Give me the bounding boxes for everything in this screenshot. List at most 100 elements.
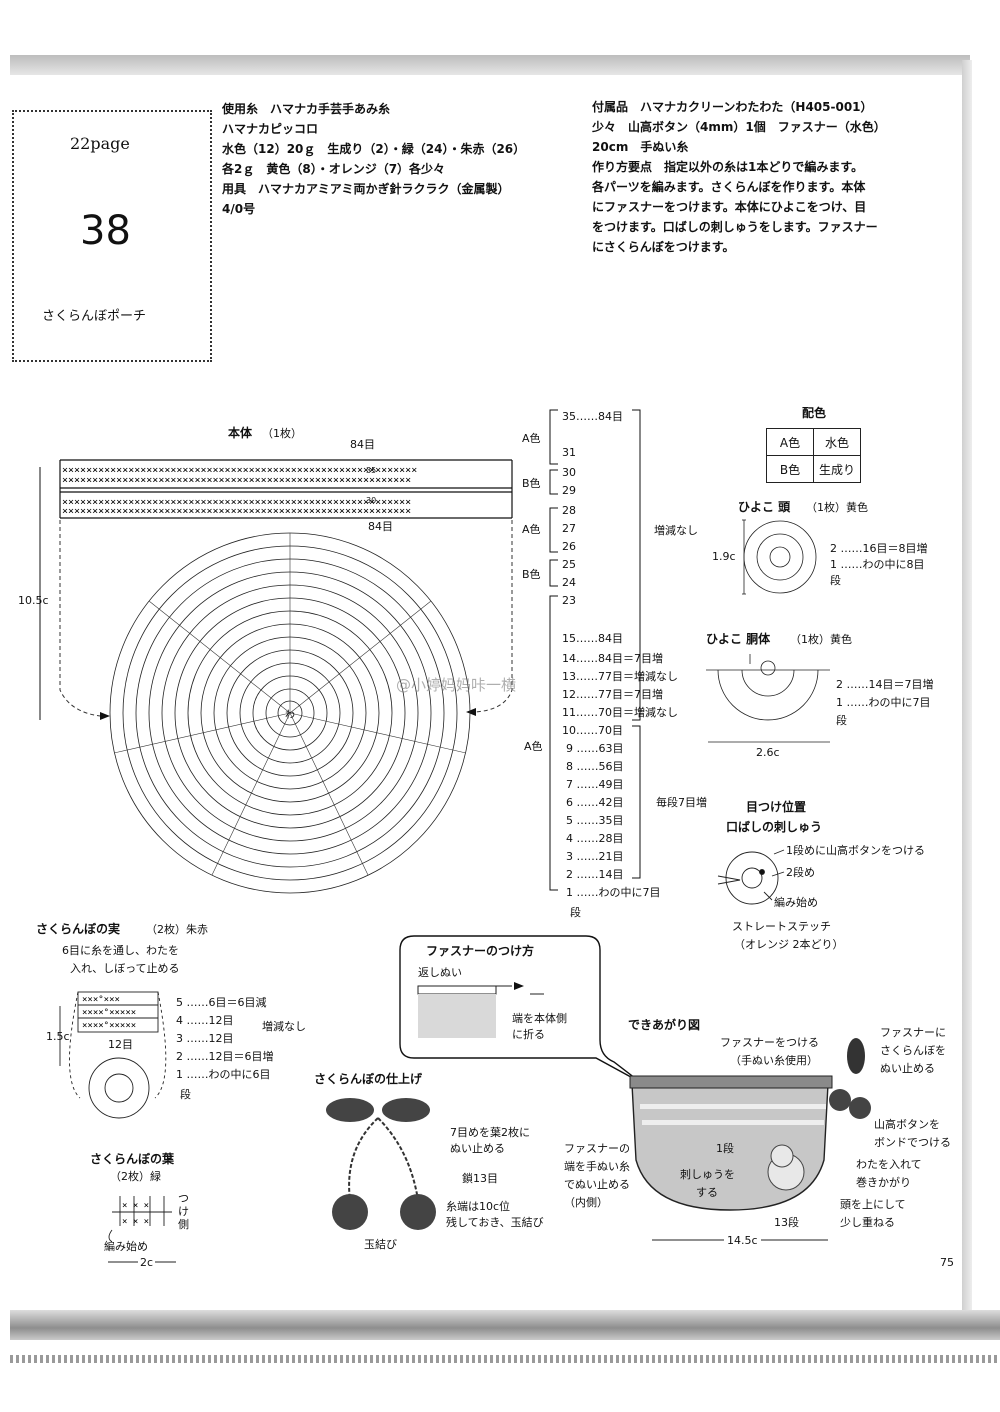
cherry-row: 2 ……12目＝6目増 (176, 1050, 274, 1063)
chick-head-unit: 段 (830, 574, 841, 587)
body-count: （1枚） (262, 427, 302, 440)
cherry-top-row: 12目 (108, 1038, 133, 1051)
pattern-number: 38 (80, 208, 131, 254)
chick-body-row2: 2 ……14目＝7目増 (836, 678, 934, 691)
cherry-count: （2枚）朱赤 (146, 923, 208, 936)
watermark: @小婷妈妈咔一横 (396, 676, 517, 694)
leaf-title: さくらんぼの葉 (90, 1152, 175, 1166)
svg-text:××××××××××××××××××××××××××××××: ××××××××××××××××××××××××××××××××××××××××… (62, 497, 411, 508)
row-label: 12……77目＝7目増 (562, 688, 663, 701)
chick-body-unit: 段 (836, 714, 847, 727)
row-label: 24 (562, 576, 576, 589)
materials-line: 使用糸 ハマナカ手芸手あみ糸 (222, 102, 391, 116)
cherry-finish-note: 残しておき、玉結び (446, 1216, 544, 1229)
row-label: 30 (562, 466, 576, 479)
chart-start-ring: わ (285, 710, 295, 721)
cherry-finish-note: ぬい止める (450, 1142, 505, 1155)
eye-title: 目つけ位置 (746, 800, 807, 814)
cherry-row: 4 ……12目 (176, 1014, 234, 1027)
table-row: A色 水色 (766, 428, 861, 456)
cherry-finish-note: 7目めを葉2枚に (450, 1126, 530, 1139)
svg-text:××××°×××××: ××××°××××× (82, 1008, 136, 1018)
row-label: 5 ……35目 (566, 814, 624, 827)
pattern-number-box (12, 110, 212, 362)
increase-label: 毎段7目増 (656, 796, 707, 809)
svg-text:××××××××××××××××××××××××××××××: ××××××××××××××××××××××××××××××××××××××××… (62, 506, 411, 517)
body-bottom-stitches: 84目 (368, 520, 393, 533)
row-label: 31 (562, 446, 576, 459)
cherry-size: 1.5c (46, 1030, 70, 1043)
zipper-fold: 端を本体側 (512, 1012, 567, 1025)
cherry-unit: 段 (180, 1088, 191, 1101)
row-label: 4 ……28目 (566, 832, 624, 845)
color-table-title: 配色 (802, 406, 827, 420)
row-label: 9 ……63目 (566, 742, 624, 755)
finished-note: 少し重ねる (840, 1216, 895, 1229)
chick-head-row1: 1 ……わの中に8目 (830, 558, 925, 571)
accessories-line: 各パーツを編みます。さくらんぼを作ります。本体 (592, 180, 866, 194)
zipper-fold: に折る (512, 1028, 545, 1041)
finished-note: ファスナーに (880, 1026, 946, 1039)
eye-note: （オレンジ 2本どり） (734, 938, 844, 951)
finished-note: 頭を上にして (840, 1198, 906, 1211)
table-cell: B色 (766, 455, 814, 483)
finished-note: （手ぬい糸使用） (730, 1054, 818, 1067)
row-35-mark: 35 (366, 466, 377, 475)
chick-head-size: 1.9c (712, 550, 736, 563)
cherry-row: 5 ……6目＝6目減 (176, 996, 267, 1009)
eye-note: 編み始め (774, 896, 818, 909)
cherry-title: さくらんぼの実 (36, 922, 121, 936)
leaf-start: 編み始め (104, 1240, 148, 1253)
accessories-line: にファスナーをつけます。本体にひよこをつけ、目 (592, 200, 867, 214)
page-reference: 22page (70, 134, 130, 153)
color-group-b: B色 (522, 477, 541, 490)
color-group-b: B色 (522, 568, 541, 581)
body-title: 本体 (228, 426, 253, 440)
row-label: 29 (562, 484, 576, 497)
accessories-line: 20cm 手ぬい糸 (592, 140, 689, 154)
row-label: 1 ……わの中に7目 (566, 886, 661, 899)
accessories-line: にさくらんぼをつけます。 (592, 240, 735, 254)
svg-text:× × ×: × × × (122, 1201, 149, 1211)
finished-note: 山高ボタンを (874, 1118, 940, 1131)
chick-head-count: （1枚）黄色 (806, 501, 868, 514)
body-top-stitches: 84目 (350, 438, 375, 451)
accessories-line: 作り方要点 指定以外の糸は1本どりで編みます。 (592, 160, 864, 174)
embroidery-title: 口ばしの刺しゅう (726, 820, 823, 834)
finished-note: （内側） (564, 1196, 608, 1209)
scan-edge-right (962, 60, 972, 1340)
row-label: 3 ……21目 (566, 850, 624, 863)
table-cell: A色 (766, 428, 814, 456)
accessories-line: 付属品 ハマナカクリーンわたわた（H405-001） (592, 100, 873, 114)
finished-note: でぬい止める (564, 1178, 630, 1191)
finished-note: さくらんぼを (880, 1044, 946, 1057)
cherry-note: 6目に糸を通し、わたを (62, 944, 179, 957)
leaf-attach: つけ側 (178, 1192, 189, 1231)
row-label: 11……70目＝増減なし (562, 706, 678, 719)
finished-note: ファスナーの (564, 1142, 630, 1155)
materials-line: 各2ｇ 黄色（8）・オレンジ（7）各少々 (222, 162, 446, 176)
color-table: A色 水色 B色 生成り (766, 428, 861, 483)
chick-body-count: （1枚）黄色 (790, 633, 852, 646)
chick-body-row1: 1 ……わの中に7目 (836, 696, 931, 709)
accessories-line: 少々 山高ボタン（4mm）1個 ファスナー（水色） (592, 120, 886, 134)
accessories-line: をつけます。口ばしの刺しゅうをします。ファスナー (592, 220, 878, 234)
table-cell: 水色 (813, 428, 861, 456)
cherry-finish-chain: 鎖13目 (462, 1172, 498, 1185)
row-label: 25 (562, 558, 576, 571)
row-label: 8 ……56目 (566, 760, 624, 773)
eye-note: 2段め (786, 866, 815, 879)
finished-note: 刺しゅうを (680, 1168, 735, 1181)
row-label: 28 (562, 504, 576, 517)
cherry-finish-note: 糸端は10c位 (446, 1200, 511, 1213)
finished-title: できあがり図 (628, 1018, 701, 1032)
color-group-a: A色 (522, 432, 541, 445)
